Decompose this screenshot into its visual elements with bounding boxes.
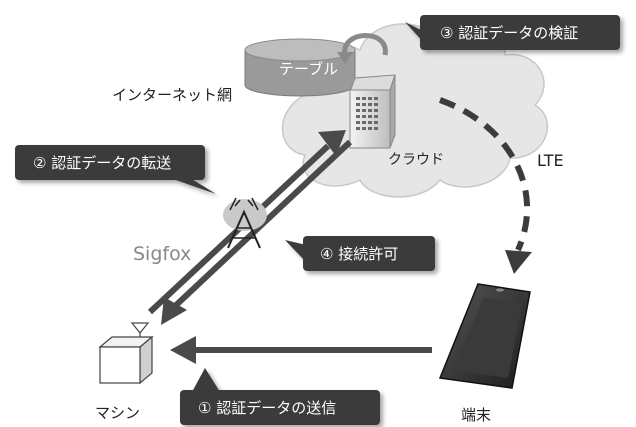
callout-step2 [15, 145, 216, 194]
machine-icon [98, 322, 154, 385]
sigfox-label: Sigfox [133, 243, 191, 265]
server-icon [349, 74, 396, 149]
callout-step3-text: ③ 認証データの検証 [440, 24, 578, 42]
sigfox-antenna-icon [223, 197, 267, 249]
terminal-to-machine-arrow [170, 336, 432, 364]
machine-label: マシン [95, 404, 140, 422]
callout-step3 [405, 15, 620, 50]
lte-arrow [438, 97, 532, 274]
callout-step1-text: ① 認証データの送信 [198, 399, 336, 417]
terminal-label: 端末 [461, 406, 491, 424]
verify-loop-icon [337, 33, 388, 64]
lte-label: LTE [537, 151, 564, 170]
callout-step2-text: ② 認証データの転送 [33, 154, 171, 172]
callout-step1 [180, 368, 380, 425]
cloud-label: クラウド [388, 152, 444, 168]
internet-label: インターネット網 [112, 86, 232, 104]
callout-step4 [285, 236, 435, 271]
callout-step4-text: ④ 接続許可 [320, 245, 398, 263]
smartphone-icon [438, 283, 531, 389]
table-label: テーブル [279, 60, 338, 78]
